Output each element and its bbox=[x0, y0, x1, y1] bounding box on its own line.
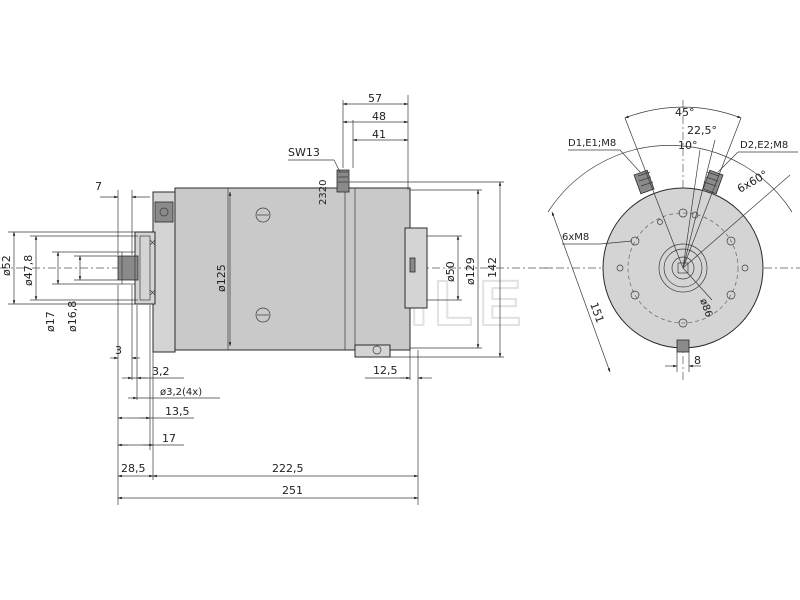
dim-17: 17 bbox=[162, 432, 176, 445]
label-d1-e1: D1,E1;M8 bbox=[568, 138, 616, 149]
side-view: 2320 57 48 41 SW13 7 bbox=[0, 92, 555, 505]
dim-41: 41 bbox=[372, 128, 386, 141]
label-sw13: SW13 bbox=[288, 146, 320, 159]
angle-6x60: 6x60° bbox=[735, 168, 770, 196]
dim-251: 251 bbox=[282, 484, 303, 497]
dim-28-5: 28,5 bbox=[121, 462, 146, 475]
dim-dia50: ø50 bbox=[444, 261, 457, 282]
terminal-stud bbox=[336, 169, 350, 193]
dim-151: 151 bbox=[587, 301, 606, 325]
dim-3: 3 bbox=[115, 344, 122, 357]
dim-dia125: ø125 bbox=[215, 264, 228, 292]
dim-dia52: ø52 bbox=[0, 255, 13, 276]
dim-dia129: ø129 bbox=[464, 257, 477, 285]
dim-57: 57 bbox=[368, 92, 382, 105]
angle-45: 45° bbox=[675, 106, 695, 119]
dim-48: 48 bbox=[372, 110, 386, 123]
dim-dia47-8: ø47,8 bbox=[22, 255, 35, 286]
dim-dia17: ø17 bbox=[44, 311, 57, 332]
dim-7: 7 bbox=[95, 180, 102, 193]
dim-13-5: 13,5 bbox=[165, 405, 190, 418]
dim-142: 142 bbox=[486, 257, 499, 278]
terminal-d2 bbox=[702, 169, 724, 195]
dim-8: 8 bbox=[694, 354, 701, 367]
dim-222-5: 222,5 bbox=[272, 462, 304, 475]
end-view: 45° 22,5° 10° 6x60° D1,E1;M8 D2,E2;M8 6x… bbox=[540, 100, 800, 380]
label-6xm8: 6xM8 bbox=[562, 232, 589, 243]
dim-dia16-8: ø16,8 bbox=[66, 301, 79, 332]
stamp: 2320 bbox=[318, 180, 329, 205]
angle-10: 10° bbox=[678, 139, 698, 152]
label-d2-e2: D2,E2;M8 bbox=[740, 140, 788, 151]
dim-3-2: 3,2 bbox=[152, 365, 170, 378]
motor-body bbox=[174, 187, 411, 351]
terminal-d1 bbox=[633, 169, 655, 195]
angle-22-5: 22,5° bbox=[687, 124, 717, 137]
dim-dia3-2-4x: ø3,2(4x) bbox=[160, 387, 202, 398]
dim-12-5: 12,5 bbox=[373, 364, 398, 377]
shaft bbox=[117, 255, 139, 281]
